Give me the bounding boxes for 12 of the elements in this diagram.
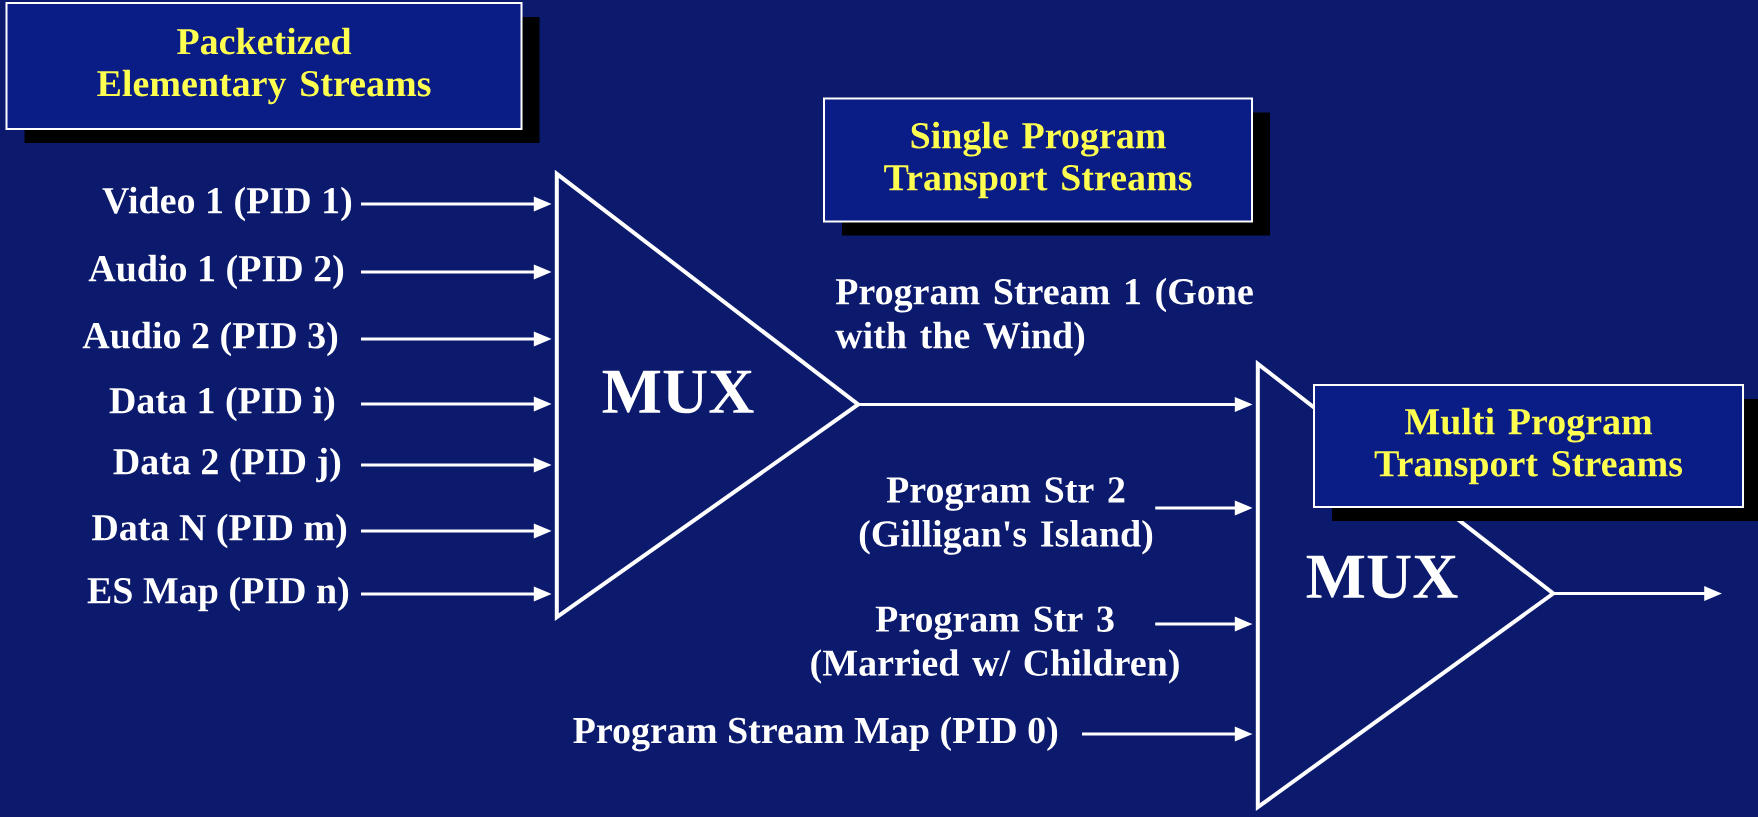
- title-box: Multi Program Transport Streams: [1313, 384, 1758, 521]
- title-box: Packetized Elementary Streams: [5, 2, 540, 143]
- stream-label: Program Stream Map (PID 0): [573, 716, 1058, 752]
- stream-label: Data N (PID m): [92, 513, 347, 549]
- stream-label: ES Map (PID n): [87, 576, 349, 612]
- stream-label: Data 2 (PID j): [113, 447, 341, 483]
- stream-label: Audio 2 (PID 3): [82, 321, 338, 357]
- stream-label: Video 1 (PID 1): [102, 186, 352, 222]
- title-box: Single Program Transport Streams: [823, 97, 1270, 236]
- stream-label: Audio 1 (PID 2): [88, 254, 344, 290]
- stream-label: Data 1 (PID i): [109, 386, 335, 422]
- stream-label: Program Str 2 (Gilligan's Island): [859, 477, 1153, 555]
